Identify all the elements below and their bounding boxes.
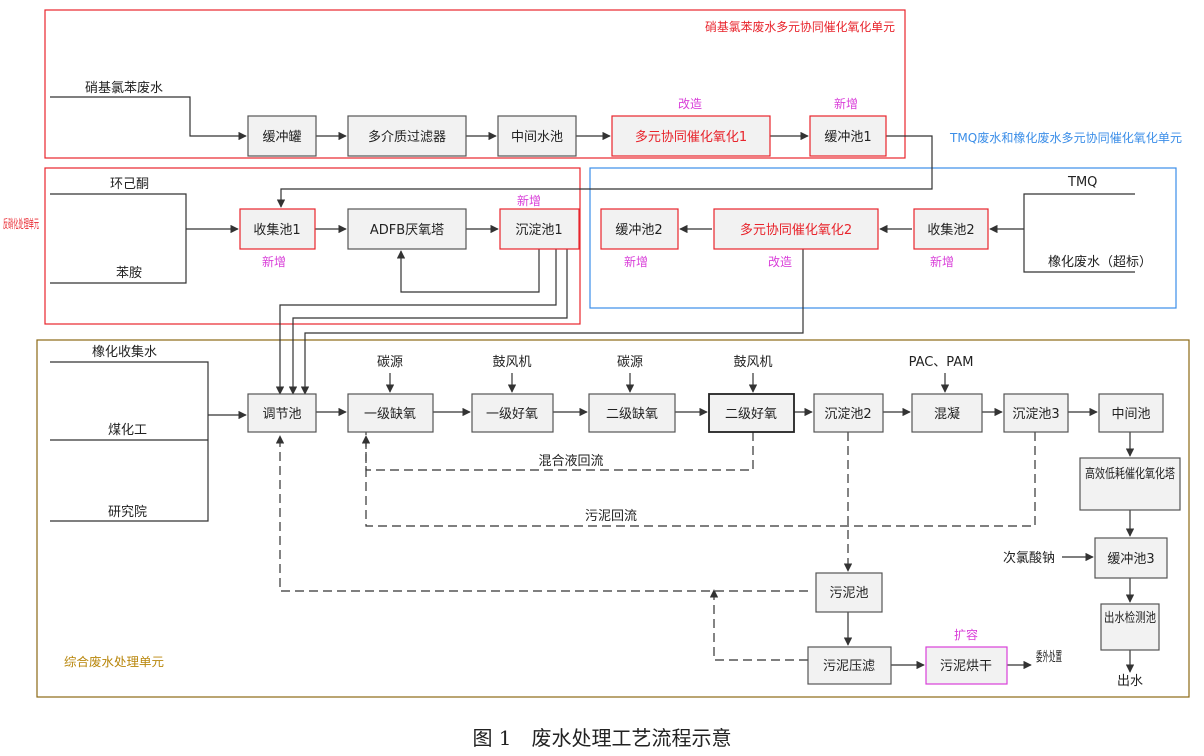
- label-cyclohexanone: 环己酮: [110, 177, 149, 192]
- label-carbon-source-1: 碳源: [377, 355, 403, 370]
- box-settling-pool-2: 沉淀池2: [824, 407, 871, 422]
- label-rubber-collected-water: 橡化收集水: [92, 344, 157, 360]
- label-mixed-liquor-return: 混合液回流: [538, 454, 603, 469]
- box-buffer-tank: 缓冲罐: [262, 130, 301, 145]
- unit-frame-denitrification: [44, 167, 581, 325]
- box-collection-pool-2: 收集池2: [927, 222, 974, 238]
- tag-modify-1: 改造: [678, 97, 702, 111]
- label-research-institute: 研究院: [108, 505, 147, 520]
- box-secondary-anoxic: 二级缺氧: [606, 407, 658, 422]
- box-settling-pool-3: 沉淀池3: [1012, 407, 1059, 422]
- label-effluent: 出水: [1117, 674, 1143, 689]
- process-flow-diagram: 硝基氯苯废水多元协同催化氧化单元 TMQ废水和橡化废水多元协同催化氧化单元 反硝…: [3, 9, 1190, 698]
- box-catalytic-oxidation-1: 多元协同催化氧化1: [635, 129, 747, 145]
- box-regulating-pool: 调节池: [262, 407, 301, 422]
- unit-title-tmq: TMQ废水和橡化废水多元协同催化氧化单元: [949, 130, 1182, 145]
- unit-frame-tmq: [589, 167, 1177, 309]
- label-blower-2: 鼓风机: [733, 355, 772, 370]
- box-sludge-pool: 污泥池: [829, 586, 868, 601]
- tag-new-collect-2: 新增: [930, 254, 954, 269]
- box-buffer-pool-2: 缓冲池2: [615, 223, 662, 238]
- box-catalytic-oxidation-2: 多元协同催化氧化2: [740, 222, 852, 238]
- unit-title-comprehensive: 综合废水处理单元: [64, 654, 164, 669]
- label-aniline: 苯胺: [116, 266, 142, 281]
- label-rubber-wastewater: 橡化废水（超标）: [1048, 254, 1152, 270]
- box-sludge-press: 污泥压滤: [823, 659, 875, 674]
- box-secondary-aerobic: 二级好氧: [725, 407, 777, 422]
- tag-new-settle-1: 新增: [517, 193, 541, 208]
- label-outsourced-disposal: 委外处置: [1036, 650, 1062, 665]
- label-sodium-hypochlorite: 次氯酸钠: [1003, 550, 1055, 566]
- box-outlet-check-pool: 出水检测池: [1104, 611, 1156, 626]
- box-coagulation: 混凝: [934, 406, 960, 422]
- box-sludge-drying: 污泥烘干: [940, 659, 992, 674]
- unit-frame-comprehensive: [36, 339, 1190, 698]
- box-collection-pool-1: 收集池1: [253, 222, 300, 238]
- label-carbon-source-2: 碳源: [617, 355, 643, 370]
- tag-expand-drying: 扩容: [954, 627, 978, 642]
- box-intermediate-pool: 中间水池: [511, 130, 563, 145]
- box-settling-pool-1: 沉淀池1: [515, 223, 562, 238]
- tag-modify-2: 改造: [768, 255, 792, 269]
- tag-new-buffer-2: 新增: [624, 254, 648, 269]
- tag-new-collect-1: 新增: [262, 254, 286, 269]
- box-primary-aerobic: 一级好氧: [486, 407, 538, 422]
- box-buffer-pool-1: 缓冲池1: [824, 130, 871, 145]
- label-pac-pam: PAC、PAM: [909, 355, 974, 370]
- label-tmq: TMQ: [1067, 175, 1097, 190]
- unit-frame-nitro: [44, 9, 906, 159]
- label-sludge-return: 污泥回流: [585, 509, 637, 524]
- label-nitro-wastewater: 硝基氯苯废水: [85, 80, 163, 96]
- box-multi-media-filter: 多介质过滤器: [368, 129, 446, 145]
- unit-title-nitro: 硝基氯苯废水多元协同催化氧化单元: [705, 19, 895, 34]
- label-coal-chemical: 煤化工: [108, 423, 147, 438]
- label-blower-1: 鼓风机: [492, 355, 531, 370]
- tag-new-buffer-1: 新增: [834, 96, 858, 111]
- box-efficient-catalytic-tower: 高效低耗催化氧化塔: [1085, 466, 1175, 482]
- box-buffer-pool-3: 缓冲池3: [1107, 552, 1154, 567]
- box-adfb-tower: ADFB厌氧塔: [370, 223, 444, 238]
- box-primary-anoxic: 一级缺氧: [364, 407, 416, 422]
- figure-caption: 图 1 废水处理工艺流程示意: [472, 726, 732, 750]
- box-intermediate-tank: 中间池: [1111, 407, 1150, 422]
- unit-title-denitrification: 反硝化处理单元: [3, 217, 39, 231]
